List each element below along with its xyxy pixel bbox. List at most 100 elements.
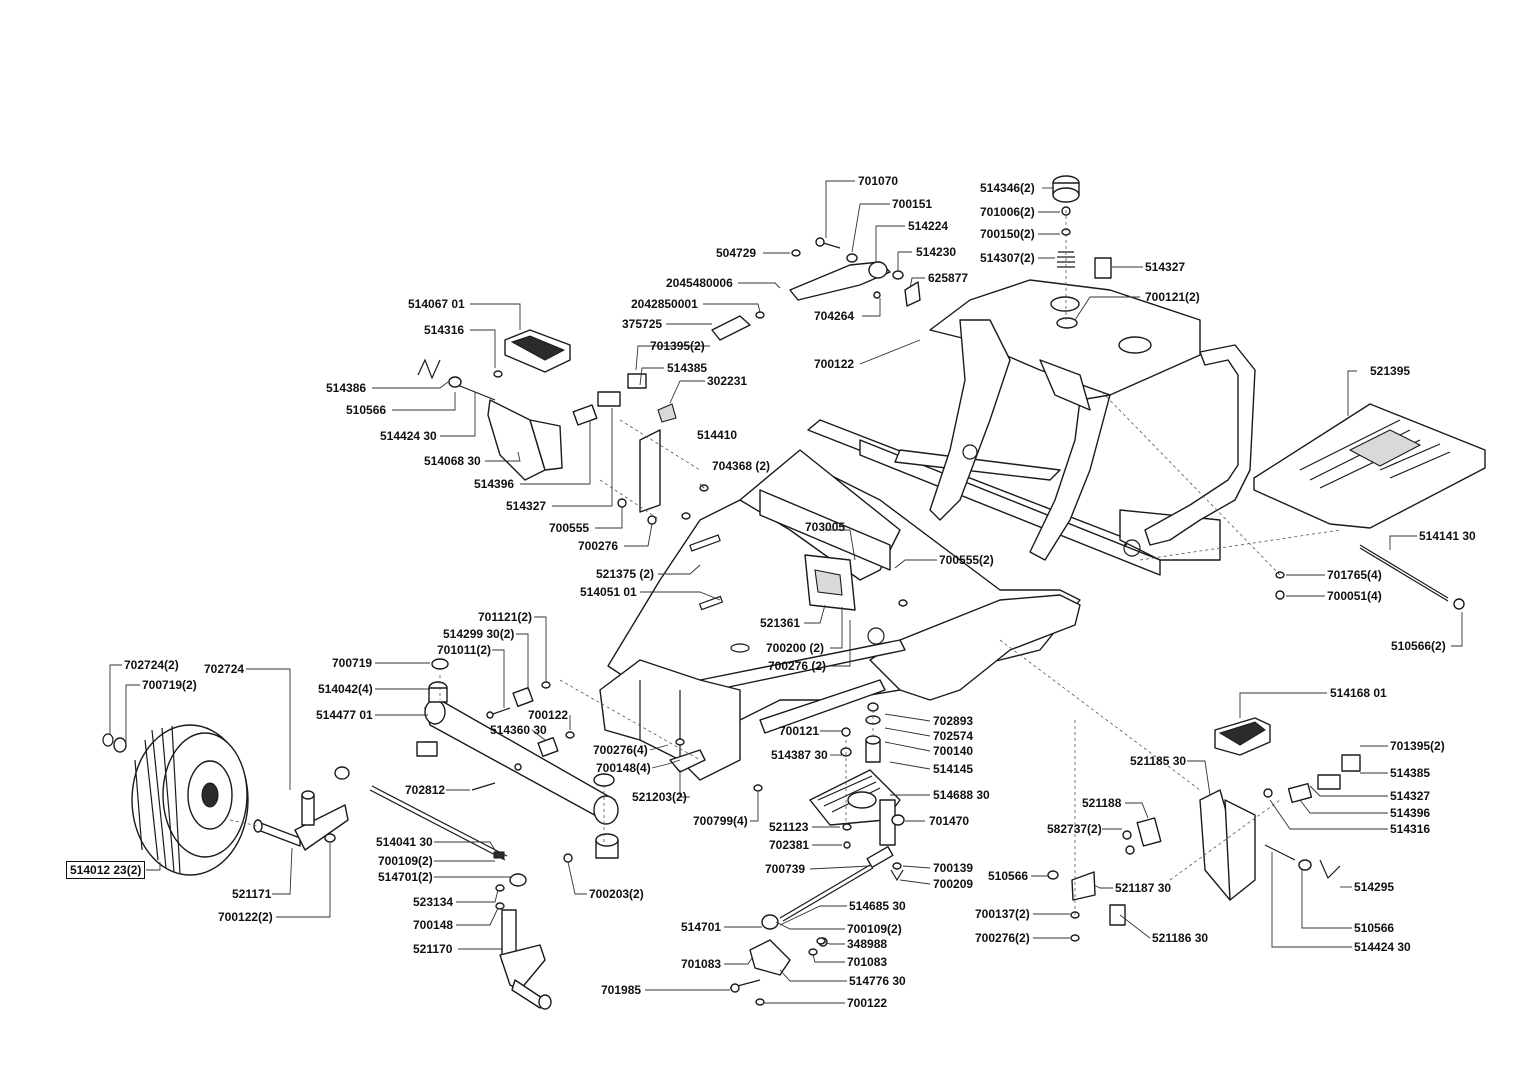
part-label: 700109(2) [847, 922, 902, 936]
footrest-plate [1253, 403, 1486, 529]
left-pedal-assembly [417, 329, 677, 525]
part-label: 514346(2) [980, 181, 1035, 195]
part-label: 702381 [769, 838, 810, 852]
seat-springs [1052, 175, 1112, 279]
part-label: 521186 30 [1152, 931, 1209, 945]
chassis-frame [599, 279, 1256, 781]
part-label: 514145 [933, 762, 974, 776]
part-label: 514688 30 [933, 788, 990, 802]
part-label: 521203(2) [632, 790, 687, 804]
part-label: 700051(4) [1327, 589, 1382, 603]
part-label: 521123 [769, 820, 809, 834]
part-label: 504729 [716, 246, 757, 260]
part-label: 701083 [681, 957, 722, 971]
part-label: 702574 [933, 729, 974, 743]
part-label: 700719(2) [142, 678, 197, 692]
part-label: 700276 [578, 539, 619, 553]
part-label: 521170 [413, 942, 453, 956]
part-label: 521395 [1370, 364, 1411, 378]
part-label: 2045480006 [666, 276, 733, 290]
assembly-dashed-lines [229, 210, 1341, 915]
part-label: 514068 30 [424, 454, 481, 468]
part-label: 514316 [1390, 822, 1431, 836]
part-label: 701470 [929, 814, 970, 828]
part-label: 521171 [232, 887, 272, 901]
part-label: 700109(2) [378, 854, 433, 868]
part-label: 514067 01 [408, 297, 465, 311]
part-label: 514051 01 [580, 585, 637, 599]
part-label: 514299 30(2) [443, 627, 515, 641]
steering-sector [809, 702, 905, 849]
part-label: 700121(2) [1145, 290, 1200, 304]
part-label: 700276(2) [975, 931, 1030, 945]
part-label: 514230 [916, 245, 957, 259]
part-label: 514685 30 [849, 899, 906, 913]
part-label: 700719 [332, 656, 373, 670]
part-label: 700122 [528, 708, 569, 722]
part-label: 514701 [681, 920, 722, 934]
tie-rod [334, 766, 527, 887]
part-label: 521187 30 [1115, 881, 1172, 895]
part-label: 514327 [1390, 789, 1431, 803]
part-label: 521375 (2) [596, 567, 655, 581]
part-label: 704264 [814, 309, 855, 323]
part-label: 302231 [707, 374, 748, 388]
part-label: 514168 01 [1330, 686, 1387, 700]
part-label: 521185 30 [1130, 754, 1187, 768]
part-label: 514410 [697, 428, 738, 442]
part-label: 514385 [1390, 766, 1431, 780]
part-label: 702724(2) [124, 658, 179, 672]
part-label: 514224 [908, 219, 949, 233]
part-label: 514141 30 [1419, 529, 1476, 543]
part-label: 700739 [765, 862, 806, 876]
part-label: 701083 [847, 955, 888, 969]
part-label: 700148 [413, 918, 454, 932]
right-pedal-assembly [1047, 717, 1361, 942]
front-wheel [102, 724, 249, 876]
part-label: 523134 [413, 895, 454, 909]
part-label: 510566 [1354, 921, 1395, 935]
part-label: 700148(4) [596, 761, 651, 775]
part-label: 704368 (2) [712, 459, 771, 473]
part-label: 514360 30 [490, 723, 547, 737]
part-label: 700203(2) [589, 887, 644, 901]
part-label: 700555 [549, 521, 590, 535]
part-label: 348988 [847, 937, 888, 951]
brake-linkage [711, 237, 921, 341]
part-label: 700151 [892, 197, 933, 211]
part-label: 514307(2) [980, 251, 1035, 265]
part-label: 514776 30 [849, 974, 906, 988]
part-label: 702812 [405, 783, 446, 797]
part-label: 700150(2) [980, 227, 1035, 241]
part-label: 701395(2) [1390, 739, 1445, 753]
part-label: 521188 [1082, 796, 1122, 810]
part-label: 514012 23(2) [66, 861, 146, 879]
part-label: 701006(2) [980, 205, 1035, 219]
part-label: 514387 30 [771, 748, 828, 762]
part-label: 700121 [779, 724, 820, 738]
part-label: 701395(2) [650, 339, 705, 353]
part-label: 514424 30 [1354, 940, 1411, 954]
part-label: 700122 [814, 357, 855, 371]
part-label: 514477 01 [316, 708, 373, 722]
front-axle [416, 658, 619, 859]
part-label: 510566 [988, 869, 1029, 883]
spindle-right [495, 884, 552, 1010]
part-label: 700122(2) [218, 910, 273, 924]
part-label: 510566 [346, 403, 387, 417]
part-label: 514042(4) [318, 682, 373, 696]
part-label: 701070 [858, 174, 899, 188]
part-label: 514295 [1354, 880, 1395, 894]
part-label: 702893 [933, 714, 974, 728]
part-label: 2042850001 [631, 297, 698, 311]
part-label: 701985 [601, 983, 642, 997]
part-label: 514396 [1390, 806, 1431, 820]
part-label: 700276 (2) [768, 659, 827, 673]
part-label: 700140 [933, 744, 974, 758]
part-label: 700799(4) [693, 814, 748, 828]
part-label: 701011(2) [437, 643, 492, 657]
part-label: 514701(2) [378, 870, 433, 884]
part-label: 514327 [1145, 260, 1186, 274]
part-label: 702724 [204, 662, 245, 676]
